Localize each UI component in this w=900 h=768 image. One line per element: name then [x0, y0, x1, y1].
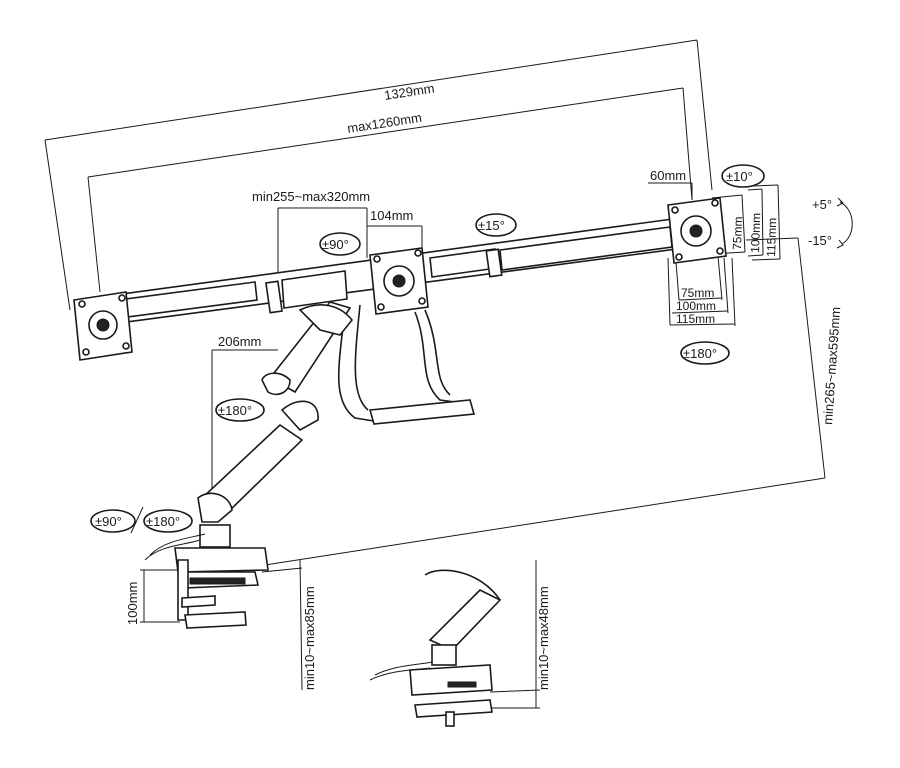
tilt-up-label: +5°: [812, 197, 832, 212]
carry-handle: [337, 304, 476, 425]
total-width-label: 1329mm: [383, 80, 435, 102]
arm-reach-label: min255~max320mm: [252, 189, 370, 204]
panel-rotate-badge: ±180°: [680, 341, 730, 365]
clamp-base: [144, 524, 269, 629]
vesa-75-h-label: 75mm: [681, 286, 714, 300]
vesa-115-h-label: 115mm: [676, 312, 715, 326]
arm-depth-label: 206mm: [218, 334, 261, 349]
tilt-down-label: -15°: [808, 233, 832, 248]
clamp-range-dimension: min10~max85mm: [261, 559, 317, 691]
panel-rotate-label: ±180°: [683, 346, 717, 361]
center-swivel-badge: ±15°: [475, 213, 517, 237]
pivot-90-badge: ±90°: [319, 232, 361, 256]
center-offset-label: 104mm: [370, 208, 413, 223]
roll-label: ±10°: [726, 169, 753, 184]
tilt-indicator: +5° -15°: [808, 197, 853, 249]
roll-badge: ±10°: [721, 164, 765, 188]
max-span-label: max1260mm: [346, 110, 423, 136]
vesa-plate-center: [369, 247, 429, 315]
arm-depth-dimension: 206mm: [211, 334, 278, 500]
center-swivel-label: ±15°: [478, 218, 505, 233]
pivot-90-label: ±90°: [322, 237, 349, 252]
vesa-vertical-dimensions: 75mm 100mm 115mm: [711, 184, 781, 261]
elbow-rotate-label: ±180°: [218, 403, 252, 418]
elbow-rotate-badge: ±180°: [215, 398, 265, 422]
main-arm: [197, 301, 354, 523]
vesa-115-v-label: 115mm: [764, 218, 779, 258]
base-swivel-90-label: ±90°: [95, 514, 122, 529]
clamp-height-label: 100mm: [125, 582, 140, 625]
clamp-range-label: min10~max85mm: [302, 586, 317, 690]
side-offset-label: 60mm: [650, 168, 686, 183]
vesa-100-v-label: 100mm: [748, 213, 763, 253]
height-range-label: min265~max595mm: [820, 306, 843, 425]
grommet-range-label: min10~max48mm: [536, 586, 551, 690]
vesa-plate-left: [73, 291, 133, 361]
base-swivel-badges: ±90° ±180°: [90, 506, 193, 534]
grommet-mount: [369, 569, 502, 727]
side-offset-dimension: 60mm: [648, 168, 693, 200]
vesa-75-v-label: 75mm: [730, 216, 745, 250]
grommet-range-dimension: min10~max48mm: [489, 560, 551, 709]
base-swivel-180-label: ±180°: [146, 514, 180, 529]
clamp-height-dimension: 100mm: [125, 569, 180, 625]
vesa-100-h-label: 100mm: [676, 299, 716, 313]
vesa-horizontal-dimensions: 75mm 100mm 115mm: [667, 255, 736, 327]
vesa-plate-right: [667, 197, 727, 264]
